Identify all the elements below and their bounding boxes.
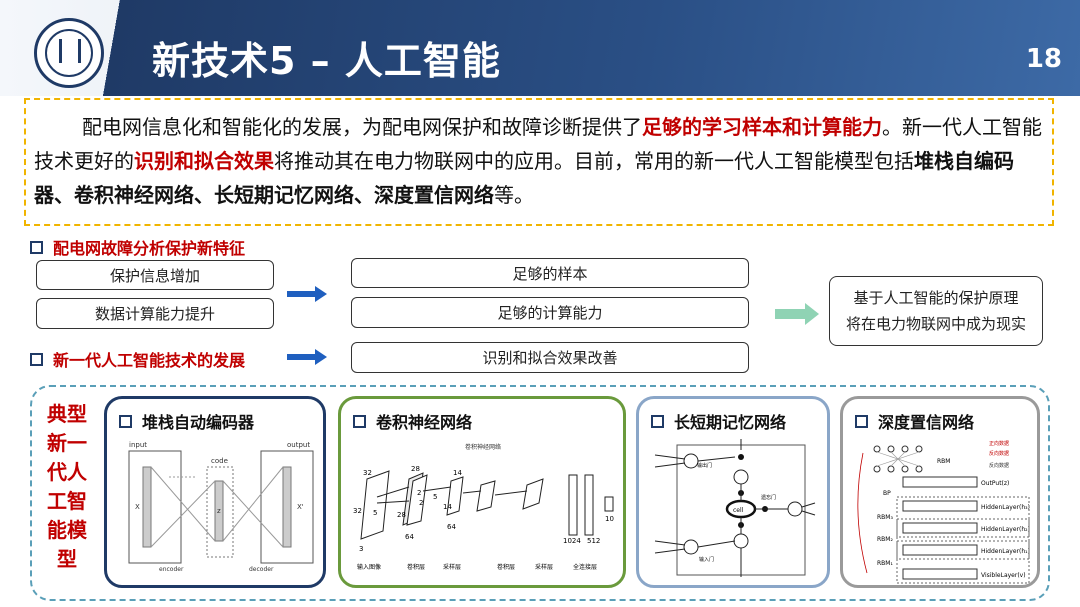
svg-text:输入图像: 输入图像 xyxy=(357,563,381,571)
bullet-square-icon xyxy=(119,414,132,428)
sae-diagram: input code output X z X' encoder decoder xyxy=(128,441,314,573)
bullet-square-icon xyxy=(30,240,43,254)
svg-text:encoder: encoder xyxy=(159,566,184,573)
models-label-line: 工智 xyxy=(47,489,87,513)
header-band xyxy=(0,0,1080,96)
svg-text:遗忘门: 遗忘门 xyxy=(761,494,776,501)
svg-text:BP: BP xyxy=(883,490,891,497)
svg-text:正向数据: 正向数据 xyxy=(989,440,1009,447)
bullet-square-icon xyxy=(353,414,366,428)
svg-text:3: 3 xyxy=(359,545,363,553)
page-number: 18 xyxy=(1025,44,1062,74)
svg-text:10: 10 xyxy=(605,515,614,523)
models-label-line: 典型 xyxy=(47,402,87,426)
feature-item-1: 保护信息增加 xyxy=(36,260,274,290)
svg-text:code: code xyxy=(211,457,228,465)
models-label-line: 能模 xyxy=(47,518,87,542)
models-label-line: 代人 xyxy=(47,460,87,484)
svg-text:output: output xyxy=(287,441,310,449)
svg-text:输入门: 输入门 xyxy=(699,556,714,563)
dbn-diagram: RBM 正向数据 反向数据 反向数据 OutPut(z) BP HiddenLa… xyxy=(857,440,1030,584)
mid-item-3: 识别和拟合效果改善 xyxy=(351,342,749,373)
svg-text:全连接层: 全连接层 xyxy=(573,563,597,571)
svg-text:2: 2 xyxy=(417,489,421,497)
bullet-square-icon xyxy=(30,352,43,366)
svg-text:5: 5 xyxy=(433,493,437,501)
svg-text:卷积层: 卷积层 xyxy=(407,563,425,571)
svg-text:64: 64 xyxy=(405,533,414,541)
svg-text:2: 2 xyxy=(419,499,423,507)
svg-text:HiddenLayer(h₃): HiddenLayer(h₃) xyxy=(981,504,1030,511)
svg-text:RBM₁: RBM₁ xyxy=(877,560,893,567)
lstm-diagram: cell 输出门 遗忘门 输入门 xyxy=(654,439,816,577)
intro-highlight-2: 识别和拟合效果 xyxy=(134,149,274,173)
svg-text:HiddenLayer(h₂): HiddenLayer(h₂) xyxy=(981,526,1030,533)
svg-text:输出门: 输出门 xyxy=(697,462,712,469)
svg-text:RBM₃: RBM₃ xyxy=(877,514,893,521)
svg-text:X': X' xyxy=(297,503,304,511)
svg-text:采样层: 采样层 xyxy=(535,563,553,571)
svg-text:5: 5 xyxy=(373,509,377,517)
svg-text:反向数据: 反向数据 xyxy=(989,450,1009,457)
intro-text-1: 配电网信息化和智能化的发展，为配电网保护和故障诊断提供了 xyxy=(82,115,642,139)
slide-header: 新技术5 – 人工智能 18 xyxy=(0,0,1080,96)
intro-paragraph: 配电网信息化和智能化的发展，为配电网保护和故障诊断提供了足够的学习样本和计算能力… xyxy=(24,98,1054,226)
features-section-title: 配电网故障分析保护新特征 xyxy=(30,235,245,259)
svg-text:512: 512 xyxy=(587,537,600,545)
page-title: 新技术5 – 人工智能 xyxy=(152,39,501,83)
svg-text:OutPut(z): OutPut(z) xyxy=(981,480,1009,487)
card-title: 堆栈自动编码器 xyxy=(119,409,254,433)
cnn-diagram: 卷积神经网络 32 32 28 28 14 14 5 5 2 2 3 64 64… xyxy=(353,443,614,571)
bullet-square-icon xyxy=(855,414,868,428)
card-dbn: 深度置信网络 RBM 正向数据 反向数据 反向数据 OutPut(z) BP H… xyxy=(840,396,1040,588)
svg-text:RBM₂: RBM₂ xyxy=(877,536,893,543)
svg-text:28: 28 xyxy=(411,465,420,473)
university-logo xyxy=(34,18,104,88)
card-lstm: 长短期记忆网络 cell 输出门 遗忘门 输入门 xyxy=(636,396,830,588)
feature-item-2: 数据计算能力提升 xyxy=(36,298,274,329)
svg-text:64: 64 xyxy=(447,523,456,531)
svg-text:X: X xyxy=(135,503,140,511)
svg-text:28: 28 xyxy=(397,511,406,519)
svg-text:卷积层: 卷积层 xyxy=(497,563,515,571)
result-box: 基于人工智能的保护原理 将在电力物联网中成为现实 xyxy=(829,276,1043,346)
models-label: 典型新一代人工智能模型 xyxy=(44,400,90,574)
card-cnn: 卷积神经网络 卷积神经网络 32 32 28 28 14 14 5 5 2 2 … xyxy=(338,396,626,588)
result-line-1: 基于人工智能的保护原理 xyxy=(853,289,1019,307)
intro-highlight-1: 足够的学习样本和计算能力 xyxy=(642,115,882,139)
intro-highlight-3: 堆栈自编码器、卷积神经网络、长短期记忆网络、深度置信网络 xyxy=(34,149,1014,207)
svg-text:input: input xyxy=(129,441,147,449)
svg-text:14: 14 xyxy=(443,503,452,511)
svg-text:z: z xyxy=(217,507,221,515)
intro-text-3: 将推动其在电力物联网中的应用。目前，常用的新一代人工智能模型包括 xyxy=(274,149,914,173)
svg-text:14: 14 xyxy=(453,469,462,477)
card-stacked-autoencoder: 堆栈自动编码器 input code output X z X' encoder… xyxy=(104,396,326,588)
development-section-title: 新一代人工智能技术的发展 xyxy=(30,347,245,371)
card-title: 长短期记忆网络 xyxy=(651,409,786,433)
svg-text:RBM: RBM xyxy=(937,458,950,465)
models-label-line: 新一 xyxy=(47,431,87,455)
intro-text-4: 等。 xyxy=(494,183,534,207)
models-label-line: 型 xyxy=(57,547,77,571)
models-container xyxy=(30,385,1050,601)
card-title: 卷积神经网络 xyxy=(353,409,472,433)
bullet-square-icon xyxy=(651,414,664,428)
mid-item-1: 足够的样本 xyxy=(351,258,749,288)
svg-text:卷积神经网络: 卷积神经网络 xyxy=(465,443,501,451)
svg-text:decoder: decoder xyxy=(249,566,274,573)
intro-text-2: 。新一代人工智能技术更好的 xyxy=(34,115,1042,173)
svg-text:32: 32 xyxy=(353,507,362,515)
svg-text:cell: cell xyxy=(733,507,744,514)
mid-item-2: 足够的计算能力 xyxy=(351,297,749,328)
svg-text:32: 32 xyxy=(363,469,372,477)
svg-text:反向数据: 反向数据 xyxy=(989,462,1009,469)
result-line-2: 将在电力物联网中成为现实 xyxy=(845,315,1026,333)
card-title: 深度置信网络 xyxy=(855,409,974,433)
svg-text:采样层: 采样层 xyxy=(443,563,461,571)
svg-text:1024: 1024 xyxy=(563,537,581,545)
svg-text:VisibleLayer(v): VisibleLayer(v) xyxy=(981,572,1026,579)
svg-text:HiddenLayer(h₁): HiddenLayer(h₁) xyxy=(981,548,1030,555)
